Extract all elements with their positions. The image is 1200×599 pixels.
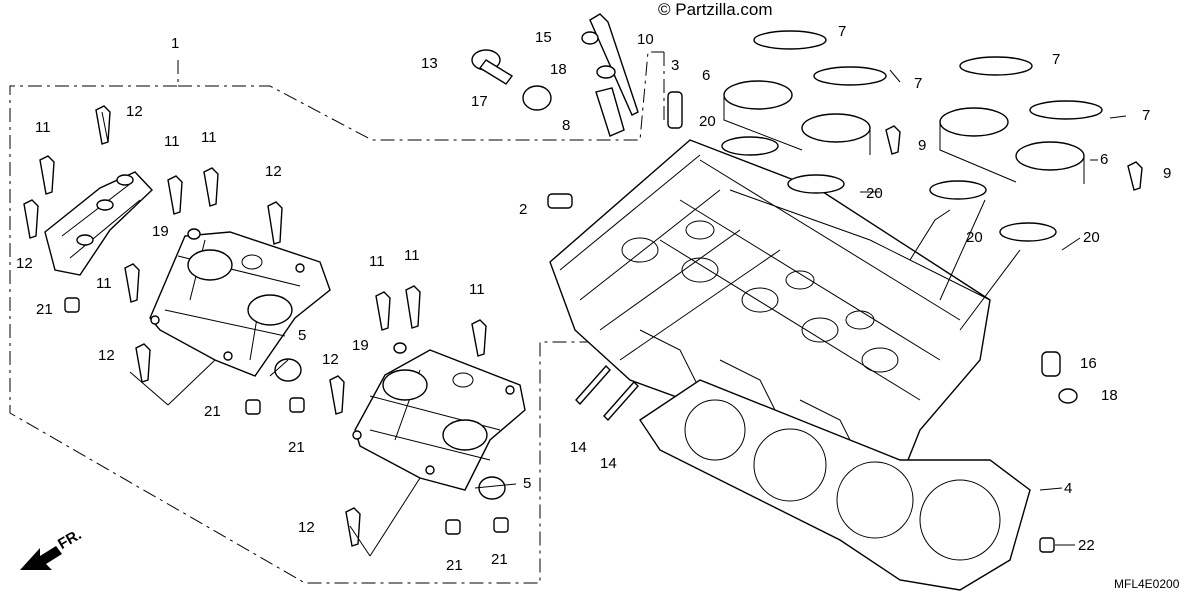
callout-7b: 7 [914,75,923,92]
callout-20d: 20 [1083,229,1100,246]
callout-2: 2 [519,201,528,218]
callout-11d: 11 [96,275,112,292]
bolts [23,105,487,547]
callout-12c: 12 [265,163,282,180]
insulator-o-rings [721,136,1057,242]
callout-7d: 7 [1142,107,1151,124]
callout-3: 3 [671,57,680,74]
diagram-code: MFL4E0200 [1114,577,1180,591]
callout-22: 22 [1078,537,1095,554]
callout-12e: 12 [322,351,339,368]
callout-11e: 11 [369,253,385,270]
o-ring-upper [274,358,302,382]
watermark-text: © Partzilla.com [658,0,773,19]
callout-21a: 21 [36,301,53,318]
front-arrow-icon [20,546,62,570]
camshaft-holder-lower [352,349,526,491]
callout-17: 17 [471,93,488,110]
callout-20c: 20 [966,229,983,246]
callout-14a: 14 [570,439,587,456]
callout-20b: 20 [866,185,883,202]
o-ring-lower [478,476,506,500]
camshaft-holder-upper-left [149,231,331,377]
callout-9a: 9 [918,137,927,154]
callout-21d: 21 [446,557,463,574]
callout-5a: 5 [298,327,307,344]
callout-12d: 12 [98,347,115,364]
callout-4: 4 [1064,480,1073,497]
leader-lines [129,69,1127,557]
callout-8: 8 [562,117,571,134]
callout-11f: 11 [404,247,420,264]
head-gasket [639,379,1031,591]
callout-20a: 20 [699,113,716,130]
callout-7a: 7 [838,23,847,40]
callout-9b: 9 [1163,165,1172,182]
stud-bolts [575,364,639,422]
callout-7c: 7 [1052,51,1061,68]
callout-6b: 6 [1100,151,1109,168]
callout-11c: 11 [201,129,217,146]
callout-6a: 6 [702,67,711,84]
callout-15: 15 [535,29,552,46]
callout-11g: 11 [469,281,485,298]
callout-18a: 18 [550,61,567,78]
dowel-pins [64,297,1055,553]
callout-16: 16 [1080,355,1097,372]
washer-19a [187,228,201,240]
camshaft-holder-small [44,171,153,276]
callout-21b: 21 [204,403,221,420]
callout-19a: 19 [152,223,169,240]
callout-1: 1 [171,35,180,52]
cam-holder-group-outline [9,60,600,584]
callout-12b: 12 [16,255,33,272]
callout-5b: 5 [523,475,532,492]
callout-12a: 12 [126,103,143,120]
intake-insulators [723,80,1085,184]
washer-19b [393,342,407,354]
callout-12f: 12 [298,519,315,536]
insulator-bands [753,30,1103,120]
callout-11a: 11 [35,119,51,136]
callout-10: 10 [637,31,654,48]
callout-21e: 21 [491,551,508,568]
callout-13: 13 [421,55,438,72]
callout-11b: 11 [164,133,180,150]
callout-18b: 18 [1101,387,1118,404]
callout-14b: 14 [600,455,617,472]
callout-21c: 21 [288,439,305,456]
callout-19b: 19 [352,337,369,354]
top-parts [471,13,1143,404]
